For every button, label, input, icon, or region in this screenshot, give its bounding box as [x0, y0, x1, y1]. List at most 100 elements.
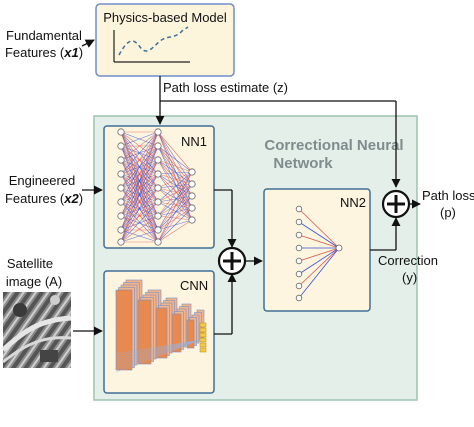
- nn1-connection: [120, 131, 159, 175]
- nn1-connection: [120, 145, 159, 231]
- cnn-dense-unit: [199, 347, 207, 353]
- nn1-neuron: [188, 168, 196, 176]
- nn2-connection: [298, 247, 340, 262]
- nn1-neuron: [117, 212, 125, 220]
- nn1-connection: [157, 219, 193, 243]
- cnn-dense-unit: [199, 322, 207, 328]
- sum-node-middle: [217, 246, 247, 276]
- nn1-neuron: [154, 170, 162, 178]
- nn1-connection: [157, 195, 193, 243]
- sum-node-output: [381, 189, 411, 219]
- nn1-connection: [120, 131, 159, 203]
- nn2-connection: [298, 247, 340, 287]
- nn1-neuron: [117, 128, 125, 136]
- engineered-features-label-line1: Engineered: [9, 173, 76, 188]
- nn1-connection: [157, 187, 193, 197]
- nn1-connection: [157, 195, 193, 217]
- nn1-connection: [157, 183, 193, 243]
- nn1-connection: [120, 159, 159, 231]
- physics-model-box: [95, 3, 235, 77]
- nn1-connection: [157, 215, 193, 221]
- nn1-connection: [157, 183, 193, 203]
- correctional-network-title-line1: Correctional Neural: [264, 137, 403, 154]
- nn1-connection: [120, 131, 159, 161]
- nn1-connection: [157, 171, 193, 175]
- nn1-neuron: [117, 184, 125, 192]
- nn1-connection: [120, 201, 159, 243]
- cnn-layers: [115, 279, 207, 373]
- nn1-connection: [120, 131, 159, 231]
- nn1-connection: [157, 187, 193, 221]
- nn2-neuron: [295, 294, 303, 302]
- nn2-connection: [298, 247, 340, 275]
- cnn-flatten-line: [115, 339, 201, 355]
- nn2-neuron: [295, 282, 303, 290]
- nn1-connection: [157, 171, 193, 189]
- path-loss-output-label-line1: Path loss: [422, 188, 474, 203]
- physics-model-plot: [113, 26, 190, 63]
- nn1-neuron: [117, 156, 125, 164]
- nn1-connection: [120, 131, 159, 189]
- nn1-connection: [157, 201, 193, 209]
- nn1-connection: [157, 145, 193, 185]
- nn1-connection: [157, 173, 193, 221]
- arrow-fundamental-to-physics: [81, 39, 95, 48]
- nn1-connection: [120, 229, 159, 243]
- nn2-neuron: [295, 257, 303, 265]
- cnn-flatten-line: [115, 339, 201, 359]
- nn1-neuron: [117, 198, 125, 206]
- nn2-connection: [298, 221, 340, 249]
- nn1-connection: [157, 171, 193, 203]
- nn1-connection: [157, 183, 193, 217]
- path-loss-estimate-label: Path loss estimate (z): [163, 80, 288, 95]
- nn1-connection: [157, 207, 193, 243]
- satellite-image-label-line2: image (A): [6, 274, 62, 289]
- nn2-neuron: [295, 205, 303, 213]
- nn1-neuron: [117, 226, 125, 234]
- cnn-flatten-line: [115, 339, 201, 357]
- cnn-flatten-line: [115, 339, 201, 361]
- nn1-connection: [157, 207, 193, 217]
- cnn-flatten-line: [115, 339, 201, 371]
- nn1-connection: [157, 201, 193, 221]
- nn1-neuron: [117, 170, 125, 178]
- correction-label-line2: (y): [402, 270, 417, 285]
- nn1-connection: [120, 215, 159, 243]
- cnn-flatten-line: [115, 339, 201, 363]
- nn1-connection: [157, 159, 193, 221]
- nn1-connection: [120, 145, 159, 243]
- nn1-neuron: [154, 128, 162, 136]
- correction-label-line1: Correction: [378, 253, 438, 268]
- nn1-network: [117, 128, 196, 246]
- nn1-connection: [157, 173, 193, 197]
- nn1-neuron: [188, 180, 196, 188]
- physics-model-curve: [118, 26, 189, 56]
- nn1-connection: [157, 131, 193, 221]
- correctional-network-title-line2: Network: [273, 155, 333, 172]
- engineered-features-label-line2: Features (x2): [5, 191, 83, 206]
- cnn-label: CNN: [180, 278, 208, 293]
- nn1-connection: [157, 159, 193, 209]
- nn1-connection: [157, 145, 193, 173]
- nn1-neuron: [154, 156, 162, 164]
- nn1-connection: [157, 131, 193, 197]
- nn2-connection: [298, 208, 340, 249]
- nn1-connection: [157, 171, 193, 231]
- nn1-connection: [157, 171, 193, 243]
- nn1-connection: [157, 145, 193, 221]
- path-loss-output-label-line2: (p): [440, 205, 456, 220]
- cnn-feature-map: [137, 299, 152, 365]
- nn2-connection: [298, 247, 340, 299]
- satellite-image-label-line1: Satellite: [7, 256, 53, 271]
- nn1-connection: [157, 131, 193, 209]
- cnn-flatten-line: [115, 339, 201, 369]
- nn1-neuron: [117, 238, 125, 246]
- cnn-dense-unit: [199, 337, 207, 343]
- cnn-flatten-line: [115, 339, 201, 373]
- nn1-neuron: [154, 142, 162, 150]
- nn1-neuron: [154, 198, 162, 206]
- cnn-feature-map: [155, 307, 168, 359]
- cnn-flatten-line: [115, 339, 201, 365]
- nn1-neuron: [188, 192, 196, 200]
